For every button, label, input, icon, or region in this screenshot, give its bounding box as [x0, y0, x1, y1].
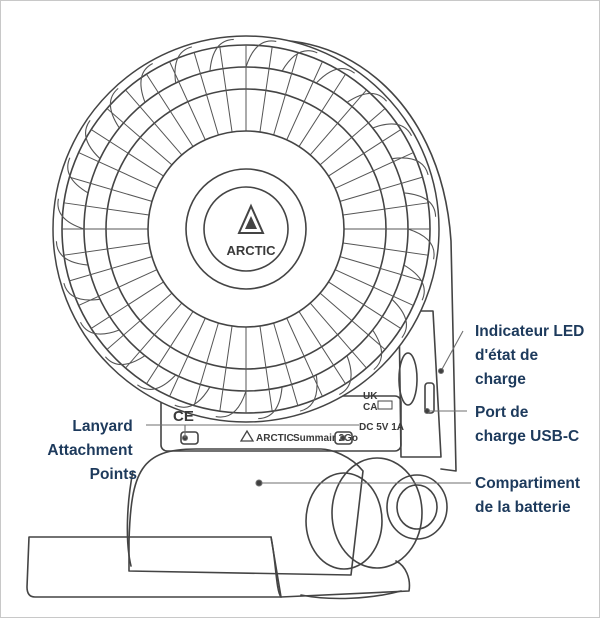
grille-slat — [339, 355, 352, 396]
grille-slat — [391, 157, 429, 176]
grille-spoke — [339, 176, 423, 202]
callout-led: Indicateur LED d'état de charge — [475, 323, 589, 388]
grille-spoke — [125, 302, 183, 369]
grille-slat — [67, 157, 89, 194]
grille-spoke — [259, 325, 273, 412]
grille-spoke — [146, 73, 194, 147]
grille-spoke — [146, 311, 194, 385]
grille-slat — [346, 92, 388, 103]
callout-lanyard: Lanyard Attachment Points — [47, 418, 137, 483]
hub-brand-text: ARCTIC — [226, 243, 276, 258]
ukca-bottom: CA — [363, 402, 377, 413]
callouts: Indicateur LED d'état de charge Port de … — [47, 323, 589, 516]
model-name: Summair 2Go — [293, 433, 358, 444]
usb-c-port — [424, 382, 435, 414]
hub-arctic-logo: ARCTIC — [226, 203, 276, 258]
grille-spoke — [106, 292, 173, 350]
grille-slat — [403, 192, 437, 217]
grille-slat — [79, 322, 120, 335]
grille-spoke — [106, 108, 173, 166]
grille-spoke — [219, 325, 233, 412]
grille-slat — [391, 298, 407, 338]
grille-slat — [281, 50, 318, 72]
grille-spoke — [286, 61, 323, 141]
grille-slat — [315, 68, 355, 84]
grille-slat — [407, 228, 435, 260]
grille-spoke — [342, 242, 429, 256]
grille-spoke — [90, 129, 164, 177]
power-rating: DC 5V 1A — [359, 422, 404, 433]
grille-spoke — [169, 317, 206, 397]
grille-spoke — [339, 256, 423, 282]
callout-usb-c: Port de charge USB-C — [475, 404, 579, 445]
grille-slat — [209, 38, 234, 72]
grille-spoke — [273, 322, 299, 406]
housing-markings: CE UK CA DC 5V 1A ARCTIC Summair 2Go — [173, 391, 404, 444]
grille-slat — [372, 329, 383, 371]
grille-spoke — [334, 269, 414, 306]
grille-slat — [109, 87, 120, 129]
grille-spoke — [219, 46, 233, 133]
grille-slat — [245, 40, 277, 68]
grille-slat — [174, 46, 193, 84]
grille-slat — [140, 62, 153, 103]
grille-slat — [137, 374, 177, 390]
grille-slat — [258, 386, 283, 420]
grille-spoke — [298, 311, 346, 385]
grille-slat — [372, 123, 413, 136]
grille-slat — [85, 120, 101, 160]
grille-spoke — [69, 256, 153, 282]
grille-slat — [104, 355, 146, 366]
grille-slat — [215, 390, 247, 418]
grille-spoke — [63, 242, 150, 256]
grille-spoke — [193, 322, 219, 406]
lanyard-point-left — [180, 431, 199, 445]
grille-spoke — [298, 73, 346, 147]
grille-spoke — [78, 152, 158, 189]
grille-spoke — [193, 52, 219, 136]
grille-spoke — [328, 281, 402, 329]
grille-spoke — [319, 108, 386, 166]
lanyard-points — [180, 431, 353, 445]
ukca-top: UK — [363, 391, 378, 402]
battery-compartment — [126, 448, 448, 576]
grille-spoke — [63, 202, 150, 216]
callout-battery: Compartiment de la batterie — [475, 475, 584, 516]
grille-spoke — [69, 176, 153, 202]
grille-slat — [57, 198, 85, 230]
grille-slat — [403, 264, 425, 301]
grille-slat — [299, 374, 318, 412]
grille-spoke — [273, 52, 299, 136]
grille-spoke — [319, 292, 386, 350]
grille-spoke — [125, 89, 183, 156]
grille-spoke — [259, 46, 273, 133]
grille-slat — [63, 282, 101, 301]
grille-spoke — [328, 129, 402, 177]
lanyard-point-right — [334, 431, 353, 445]
grille-spoke — [90, 281, 164, 329]
grille-slat — [174, 386, 211, 408]
grille-spoke — [309, 302, 367, 369]
grille-spoke — [309, 89, 367, 156]
ce-mark: CE — [173, 408, 194, 425]
fan-stand — [26, 536, 411, 600]
leader-lines — [146, 330, 471, 487]
grille-spoke — [342, 202, 429, 216]
grille-slat — [55, 241, 89, 266]
base-brand-text: ARCTIC — [256, 433, 294, 444]
